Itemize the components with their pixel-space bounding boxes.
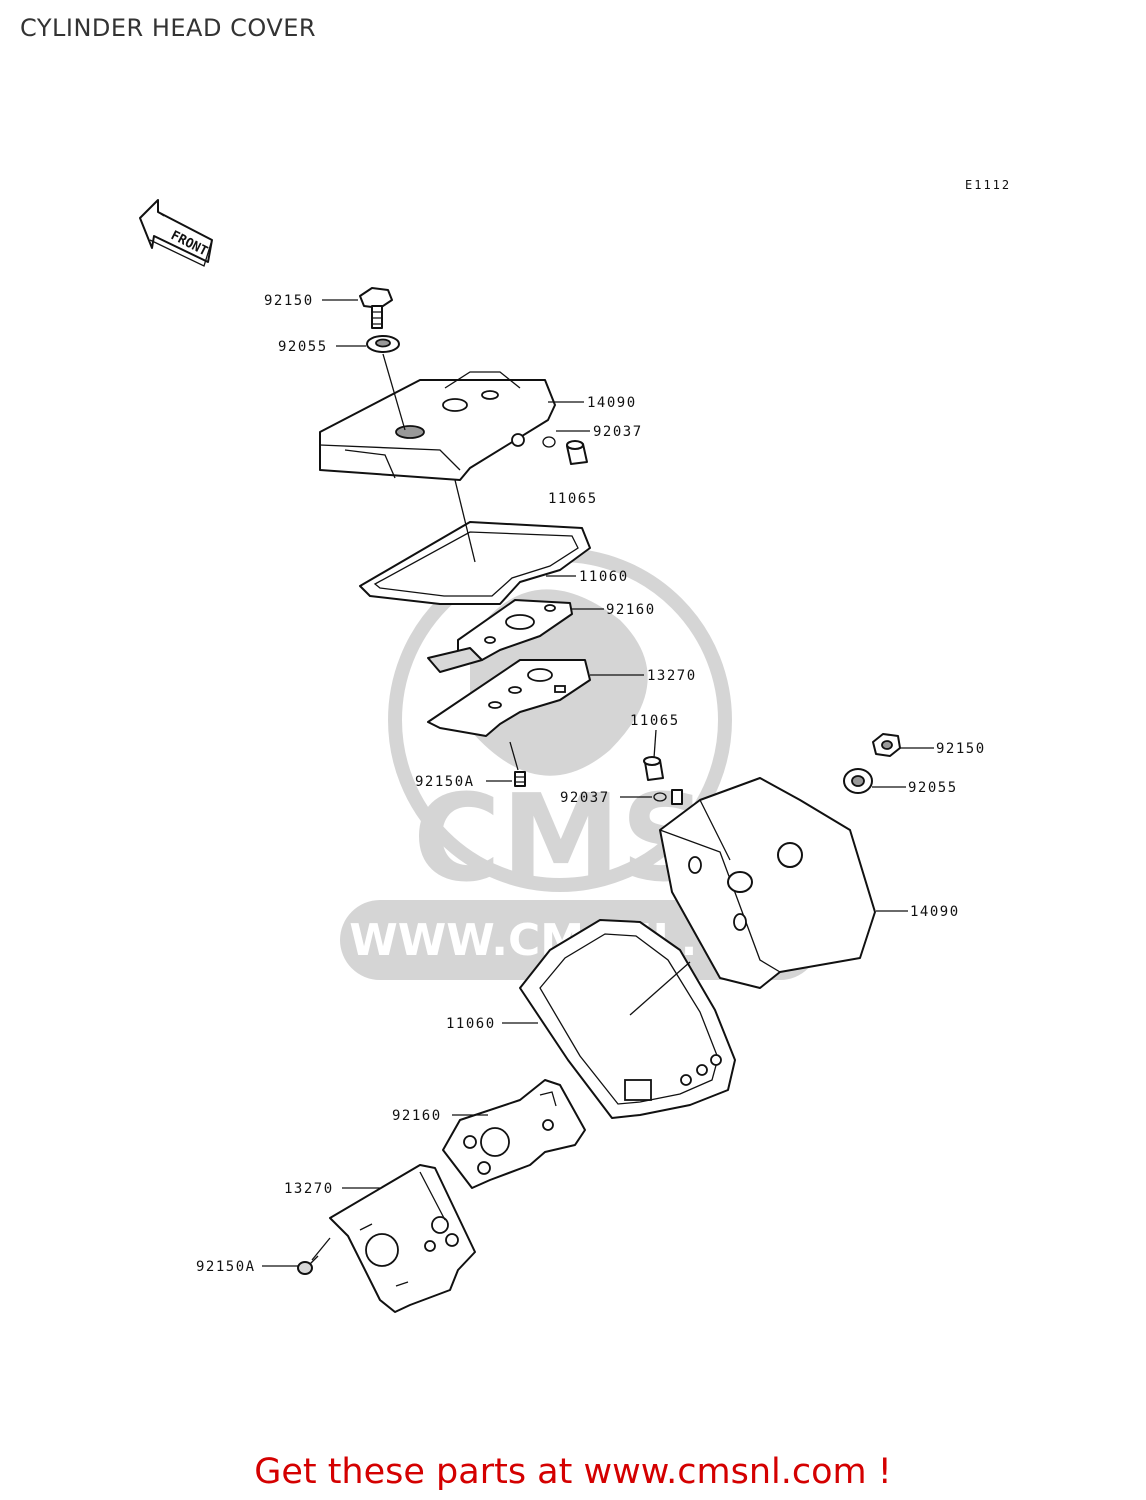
small-bolt-92150a-lower <box>297 1255 319 1275</box>
label-bottom-washer: 92055 <box>908 780 958 796</box>
washer-92055-lower <box>843 768 873 794</box>
bolt-92150-lower <box>872 733 901 757</box>
label-top-small-bolt: 92150A <box>415 774 475 790</box>
ring-92037-upper <box>542 436 556 448</box>
plate-13270-upper <box>427 659 591 737</box>
seal-plate-92160-upper <box>427 599 573 673</box>
label-top-plate: 13270 <box>647 668 697 684</box>
front-arrow-icon: FRONT <box>139 199 213 267</box>
footer-promo-link[interactable]: Get these parts at www.cmsnl.com ! <box>254 1452 892 1492</box>
label-top-ring: 92037 <box>593 424 643 440</box>
label-bottom-cover: 14090 <box>910 904 960 920</box>
label-bottom-bolt: 92150 <box>936 741 986 757</box>
page-title: CYLINDER HEAD COVER <box>20 14 317 42</box>
seal-plate-92160-lower <box>442 1079 586 1189</box>
plate-13270-lower <box>329 1164 476 1313</box>
leader-lines <box>262 299 934 1267</box>
bolt-92150-upper <box>359 287 393 329</box>
label-bottom-small-bolt: 92150A <box>196 1259 256 1275</box>
reference-code: E1112 <box>965 178 1012 192</box>
gasket-11060-upper <box>359 521 591 605</box>
washer-92055-upper <box>366 335 400 353</box>
part-number-labels: 92150 92055 14090 92037 11065 11060 9216… <box>196 293 986 1275</box>
label-top-gasket: 11060 <box>579 569 629 585</box>
small-bolt-92150a-upper <box>514 771 526 787</box>
plug-11065-upper <box>566 440 588 465</box>
label-bottom-plug: 11065 <box>630 713 680 729</box>
plug-11065-lower <box>643 756 664 781</box>
label-top-plug: 11065 <box>548 491 598 507</box>
label-top-cover: 14090 <box>587 395 637 411</box>
label-top-bolt: 92150 <box>264 293 314 309</box>
label-bottom-ring: 92037 <box>560 790 610 806</box>
label-bottom-gasket: 11060 <box>446 1016 496 1032</box>
label-top-washer: 92055 <box>278 339 328 355</box>
cover-14090-upper <box>319 371 556 481</box>
label-bottom-seal-plate: 92160 <box>392 1108 442 1124</box>
ring-92037-lower <box>653 792 667 802</box>
cover-14090-lower <box>659 777 876 989</box>
label-top-seal-plate: 92160 <box>606 602 656 618</box>
label-bottom-plate: 13270 <box>284 1181 334 1197</box>
